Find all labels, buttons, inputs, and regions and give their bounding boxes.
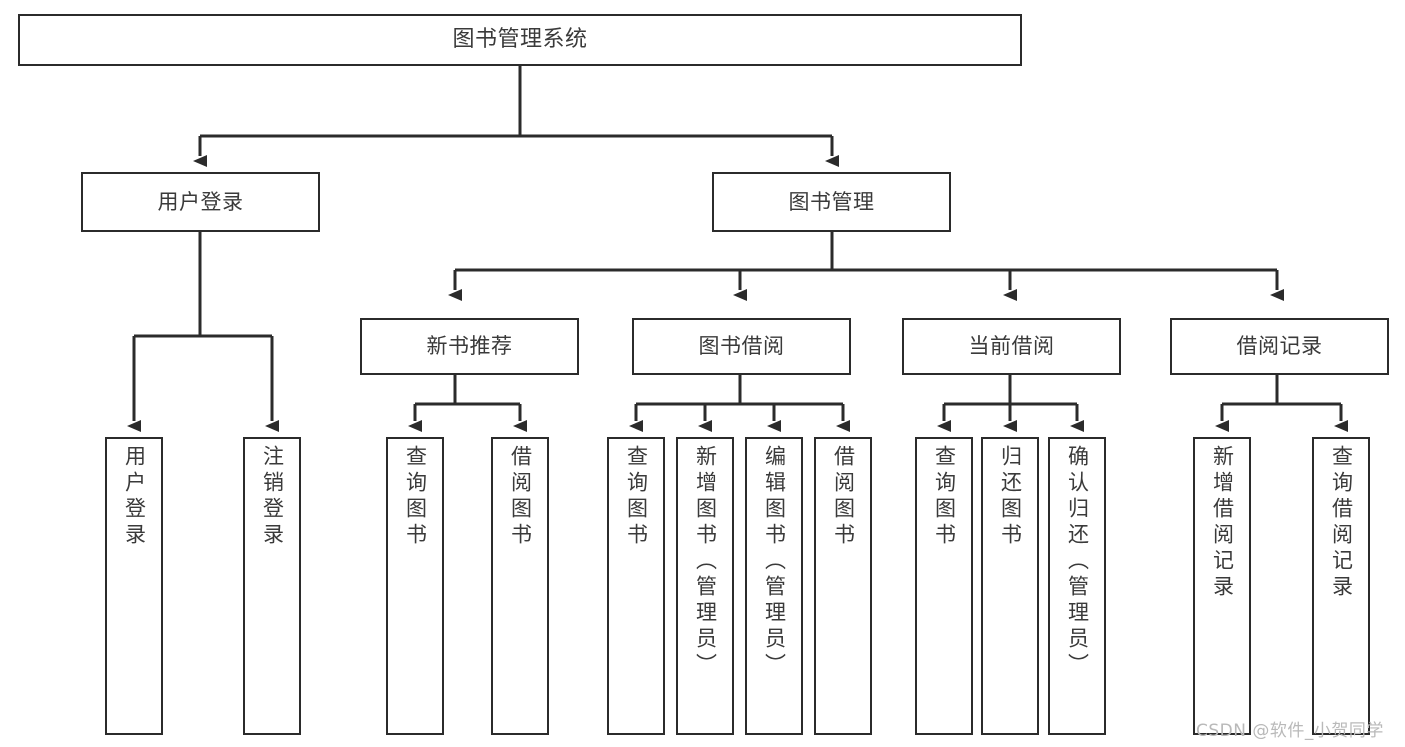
node-label: 当前借阅 xyxy=(968,334,1055,359)
node-label: 编辑图书（管理员） xyxy=(762,445,787,679)
node-leaf-borrow-book-recommend[interactable]: 借阅图书 xyxy=(491,437,549,735)
node-root-book-management-system[interactable]: 图书管理系统 xyxy=(18,14,1022,66)
node-label: 注销登录 xyxy=(260,445,285,549)
node-current-borrow[interactable]: 当前借阅 xyxy=(902,318,1121,375)
node-leaf-user-login[interactable]: 用户登录 xyxy=(105,437,163,735)
node-book-borrow[interactable]: 图书借阅 xyxy=(632,318,851,375)
node-leaf-logout[interactable]: 注销登录 xyxy=(243,437,301,735)
node-label: 借阅图书 xyxy=(831,445,856,549)
node-label: 查询借阅记录 xyxy=(1329,445,1354,601)
node-leaf-confirm-return-admin[interactable]: 确认归还（管理员） xyxy=(1048,437,1106,735)
node-label: 新书推荐 xyxy=(426,334,513,359)
node-leaf-borrow-book[interactable]: 借阅图书 xyxy=(814,437,872,735)
node-leaf-query-borrow-record[interactable]: 查询借阅记录 xyxy=(1312,437,1370,735)
node-leaf-add-borrow-record[interactable]: 新增借阅记录 xyxy=(1193,437,1251,735)
node-label: 新增图书（管理员） xyxy=(693,445,718,679)
node-label: 查询图书 xyxy=(403,445,428,549)
node-label: 归还图书 xyxy=(998,445,1023,549)
node-label: 借阅记录 xyxy=(1236,334,1323,359)
node-label: 查询图书 xyxy=(624,445,649,549)
node-new-book-recommend[interactable]: 新书推荐 xyxy=(360,318,579,375)
node-label: 用户登录 xyxy=(157,189,244,214)
node-leaf-query-book-borrow[interactable]: 查询图书 xyxy=(607,437,665,735)
node-label: 查询图书 xyxy=(932,445,957,549)
node-label: 图书借阅 xyxy=(698,334,785,359)
csdn-watermark: CSDN @软件_小贺同学 xyxy=(1196,721,1384,741)
node-leaf-query-book-current[interactable]: 查询图书 xyxy=(915,437,973,735)
node-label: 确认归还（管理员） xyxy=(1065,445,1090,679)
node-user-login[interactable]: 用户登录 xyxy=(81,172,320,232)
node-label: 图书管理 xyxy=(788,189,875,214)
node-label: 用户登录 xyxy=(122,445,147,549)
node-book-management[interactable]: 图书管理 xyxy=(712,172,951,232)
node-leaf-add-book-admin[interactable]: 新增图书（管理员） xyxy=(676,437,734,735)
node-leaf-return-book[interactable]: 归还图书 xyxy=(981,437,1039,735)
node-label: 新增借阅记录 xyxy=(1210,445,1235,601)
node-borrow-records[interactable]: 借阅记录 xyxy=(1170,318,1389,375)
node-label: 借阅图书 xyxy=(508,445,533,549)
node-leaf-edit-book-admin[interactable]: 编辑图书（管理员） xyxy=(745,437,803,735)
node-leaf-query-book-recommend[interactable]: 查询图书 xyxy=(386,437,444,735)
node-label: 图书管理系统 xyxy=(452,27,588,53)
